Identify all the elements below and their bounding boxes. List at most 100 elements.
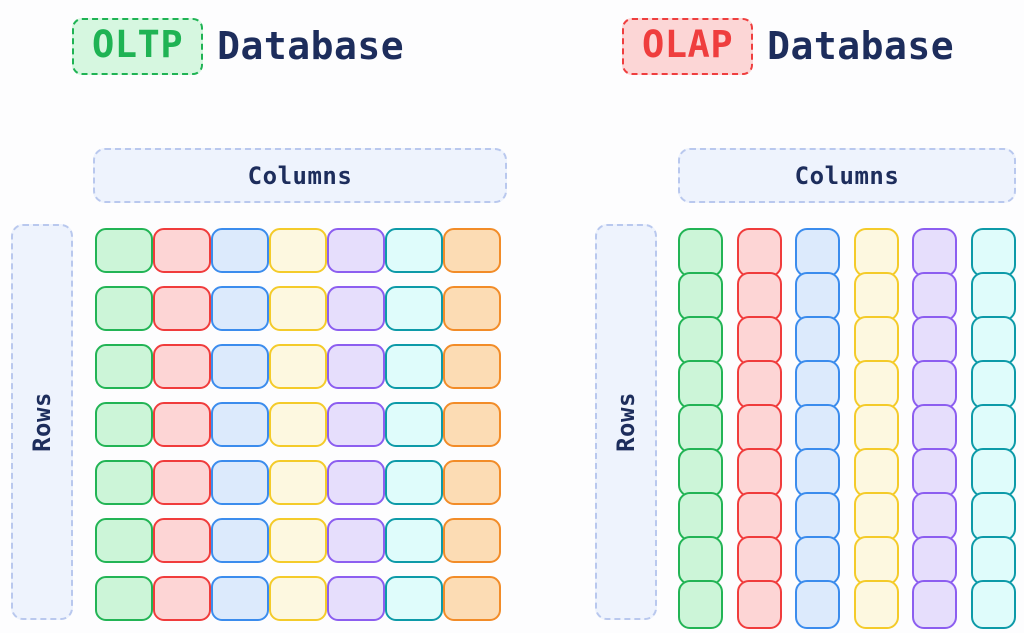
cell-olap-r1-c1-green [678,228,723,277]
cell-oltp-r2-c1-green [95,286,153,331]
cell-olap-r3-c6-teal [970,316,1016,365]
cell-olap-r5-c5-purple [912,404,957,453]
olap-badge: OLAP [622,18,754,75]
cell-oltp-r4-c6-teal [385,402,443,447]
cell-oltp-r1-c3-blue [211,228,269,273]
cell-oltp-r6-c6-teal [385,518,443,563]
cell-olap-r2-c1-green [678,272,723,321]
cell-oltp-r7-c1-green [95,576,153,621]
cell-oltp-r2-c5-purple [327,286,385,331]
cell-olap-r9-c6-teal [970,580,1016,629]
cell-olap-r1-c6-teal [970,228,1016,277]
cell-oltp-r3-c7-orange [443,344,501,389]
cell-olap-r6-c4-yellow [853,448,899,497]
cell-olap-r1-c2-red [736,228,782,277]
olap-title-row: OLAP Database [622,18,954,75]
cell-olap-r9-c1-green [678,580,723,629]
cell-olap-r8-c1-green [678,536,723,585]
cell-olap-r7-c1-green [678,492,723,541]
cell-olap-r1-c5-purple [912,228,957,277]
oltp-rows-label: Rows [11,224,73,620]
olap-title-label: Database [767,24,955,69]
cell-olap-r3-c3-blue [795,316,840,365]
cell-oltp-r7-c6-teal [385,576,443,621]
olap-columns-label: Columns [678,148,1016,203]
oltp-title-label: Database [217,24,405,69]
cell-oltp-r2-c6-teal [385,286,443,331]
cell-olap-r7-c2-red [736,492,782,541]
cell-oltp-r4-c5-purple [327,402,385,447]
cell-olap-r2-c4-yellow [853,272,899,321]
cell-oltp-r6-c4-yellow [269,518,327,563]
cell-olap-r9-c4-yellow [853,580,899,629]
cell-oltp-r2-c4-yellow [269,286,327,331]
cell-olap-r6-c2-red [736,448,782,497]
cell-oltp-r5-c4-yellow [269,460,327,505]
cell-oltp-r7-c4-yellow [269,576,327,621]
cell-olap-r4-c4-yellow [853,360,899,409]
cell-olap-r3-c2-red [736,316,782,365]
cell-olap-r2-c3-blue [795,272,840,321]
cell-oltp-r2-c3-blue [211,286,269,331]
oltp-columns-label: Columns [93,148,507,203]
cell-oltp-r1-c7-orange [443,228,501,273]
cell-oltp-r3-c3-blue [211,344,269,389]
cell-oltp-r6-c7-orange [443,518,501,563]
cell-olap-r8-c3-blue [795,536,840,585]
cell-oltp-r3-c5-purple [327,344,385,389]
olap-rows-label: Rows [595,224,657,620]
cell-olap-r4-c1-green [678,360,723,409]
cell-olap-r3-c5-purple [912,316,957,365]
cell-olap-r8-c5-purple [912,536,957,585]
cell-oltp-r7-c3-blue [211,576,269,621]
cell-oltp-r3-c2-red [153,344,211,389]
cell-oltp-r4-c4-yellow [269,402,327,447]
cell-oltp-r5-c6-teal [385,460,443,505]
cell-olap-r4-c3-blue [795,360,840,409]
cell-oltp-r4-c2-red [153,402,211,447]
cell-olap-r8-c4-yellow [853,536,899,585]
cell-oltp-r1-c1-green [95,228,153,273]
cell-olap-r5-c2-red [736,404,782,453]
cell-olap-r3-c1-green [678,316,723,365]
cell-olap-r2-c6-teal [970,272,1016,321]
cell-olap-r7-c3-blue [795,492,840,541]
oltp-title-row: OLTP Database [72,18,404,75]
cell-olap-r4-c5-purple [912,360,957,409]
cell-olap-r7-c4-yellow [853,492,899,541]
cell-oltp-r3-c6-teal [385,344,443,389]
cell-oltp-r3-c1-green [95,344,153,389]
cell-oltp-r6-c2-red [153,518,211,563]
cell-olap-r6-c5-purple [912,448,957,497]
cell-olap-r6-c3-blue [795,448,840,497]
cell-olap-r2-c2-red [736,272,782,321]
cell-olap-r8-c2-red [736,536,782,585]
cell-oltp-r5-c5-purple [327,460,385,505]
cell-oltp-r7-c7-orange [443,576,501,621]
cell-olap-r5-c1-green [678,404,723,453]
cell-olap-r6-c1-green [678,448,723,497]
cell-olap-r4-c6-teal [970,360,1016,409]
cell-oltp-r2-c2-red [153,286,211,331]
cell-oltp-r4-c3-blue [211,402,269,447]
cell-oltp-r6-c1-green [95,518,153,563]
cell-olap-r2-c5-purple [912,272,957,321]
cell-oltp-r7-c5-purple [327,576,385,621]
cell-olap-r8-c6-teal [970,536,1016,585]
cell-olap-r5-c6-teal [970,404,1016,453]
cell-olap-r5-c3-blue [795,404,840,453]
cell-oltp-r5-c1-green [95,460,153,505]
cell-olap-r1-c3-blue [795,228,840,277]
cell-oltp-r1-c2-red [153,228,211,273]
cell-olap-r7-c6-teal [970,492,1016,541]
cell-oltp-r7-c2-red [153,576,211,621]
oltp-badge: OLTP [72,18,204,75]
cell-oltp-r6-c5-purple [327,518,385,563]
cell-oltp-r6-c3-blue [211,518,269,563]
cell-oltp-r4-c7-orange [443,402,501,447]
cell-oltp-r1-c4-yellow [269,228,327,273]
cell-olap-r3-c4-yellow [853,316,899,365]
